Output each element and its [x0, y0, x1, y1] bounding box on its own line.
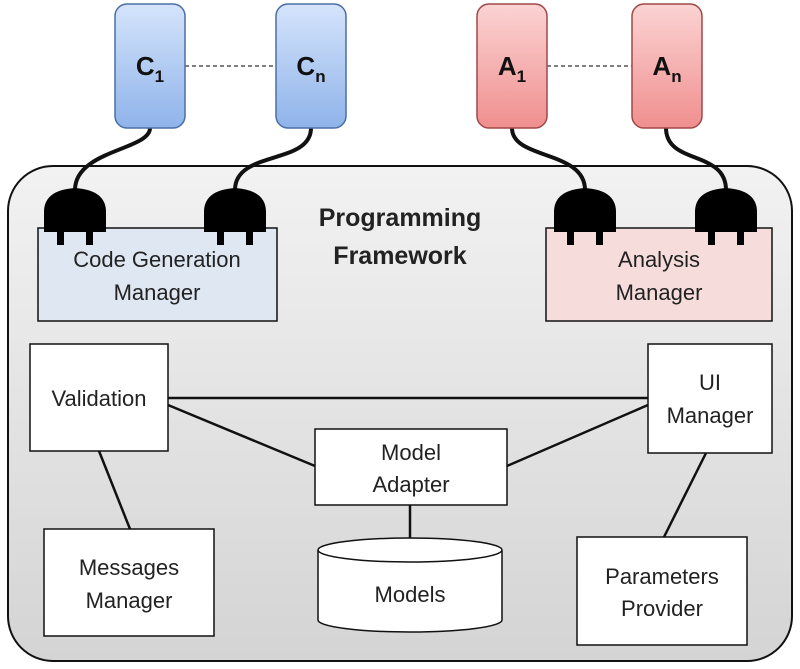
- cable-cn: [233, 127, 313, 191]
- framework-title-line2: Framework: [333, 242, 466, 270]
- validation-box[interactable]: Validation: [29, 343, 169, 452]
- link-validation-adapter: [167, 403, 316, 468]
- parameters-provider-line2: Provider: [621, 596, 703, 621]
- plugin-cables: [73, 127, 728, 191]
- code-generation-manager-box[interactable]: Code Generation Manager: [37, 227, 278, 322]
- model-adapter-line1: Model: [381, 440, 441, 465]
- analysis-manager-line1: Analysis: [618, 247, 700, 272]
- plugin-c1[interactable]: C1: [114, 3, 186, 129]
- plugin-an[interactable]: An: [631, 3, 703, 129]
- a1-subscript: 1: [517, 67, 526, 86]
- cn-label: C: [296, 51, 315, 81]
- plugin-a1[interactable]: A1: [476, 3, 548, 129]
- models-database[interactable]: Models: [317, 537, 503, 633]
- svg-text:C1: C1: [136, 51, 164, 86]
- svg-text:Framework: Framework: [333, 242, 466, 270]
- an-subscript: n: [671, 67, 681, 86]
- link-ui-adapter: [506, 403, 649, 468]
- messages-manager-line2: Manager: [86, 588, 173, 613]
- plug-cn-icon: [204, 188, 266, 245]
- svg-text:Cn: Cn: [296, 51, 325, 86]
- parameters-provider-line1: Parameters: [605, 564, 719, 589]
- plug-a1-icon: [554, 188, 616, 245]
- cable-c1: [73, 127, 152, 191]
- plugs: [44, 188, 757, 245]
- models-label: Models: [375, 582, 446, 607]
- analysis-manager-line2: Manager: [616, 280, 703, 305]
- link-validation-messages: [97, 450, 132, 530]
- link-ui-parameters: [662, 452, 708, 538]
- code-generation-manager-line2: Manager: [114, 280, 201, 305]
- validation-label: Validation: [52, 386, 147, 411]
- framework-title-line1: Programming: [319, 204, 482, 232]
- parameters-provider-box[interactable]: Parameters Provider: [576, 536, 748, 646]
- component-connectors: [97, 396, 708, 542]
- plug-c1-icon: [44, 188, 106, 245]
- model-adapter-box[interactable]: Model Adapter: [314, 428, 508, 506]
- ui-manager-box[interactable]: UI Manager: [647, 343, 773, 454]
- messages-manager-line1: Messages: [79, 555, 179, 580]
- cable-an: [664, 127, 728, 191]
- analysis-manager-box[interactable]: Analysis Manager: [545, 227, 773, 322]
- a1-label: A: [498, 51, 517, 81]
- ui-manager-line1: UI: [699, 370, 721, 395]
- an-label: A: [652, 51, 671, 81]
- plugin-cn[interactable]: Cn: [275, 3, 347, 129]
- svg-text:Programming: Programming: [319, 204, 482, 232]
- model-adapter-line2: Adapter: [372, 472, 449, 497]
- svg-text:A1: A1: [498, 51, 526, 86]
- c1-label: C: [136, 51, 155, 81]
- c1-subscript: 1: [155, 67, 164, 86]
- ui-manager-line2: Manager: [667, 403, 754, 428]
- messages-manager-box[interactable]: Messages Manager: [43, 528, 215, 637]
- cable-a1: [510, 127, 587, 191]
- plug-an-icon: [695, 188, 757, 245]
- svg-text:An: An: [652, 51, 681, 86]
- cn-subscript: n: [315, 67, 325, 86]
- code-generation-manager-line1: Code Generation: [73, 247, 241, 272]
